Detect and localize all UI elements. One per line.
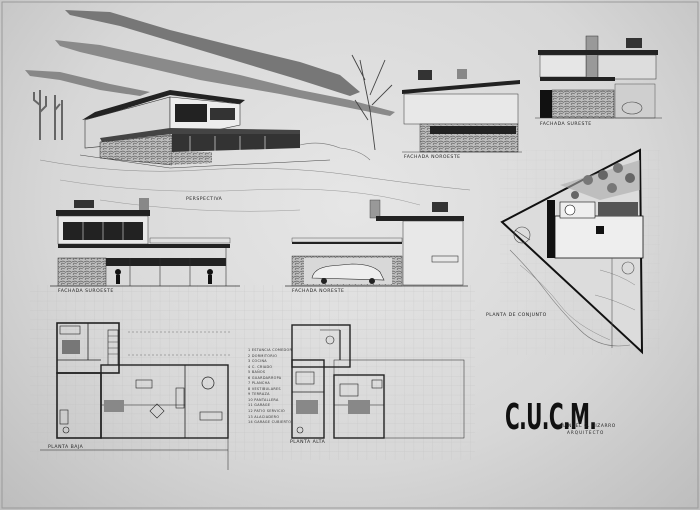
label-perspective: PERSPECTIVA [186, 197, 223, 202]
legend-item: 6 GUARDARROPA [248, 375, 282, 380]
site-plan [500, 148, 644, 355]
legend-item: 4 C. CRIADO [248, 364, 273, 369]
label-facade-noreste: FACHADA NORESTE [292, 289, 345, 294]
legend-item: 2 DORMITORIO [248, 353, 278, 358]
label-ground-floor: PLANTA BAJA [48, 445, 84, 450]
label-facade-noroeste: FACHADA NOROESTE [404, 155, 461, 160]
monogram: C.U.C.M. [505, 397, 597, 438]
architect-title: ARQUITECTO [567, 430, 605, 435]
legend-item: 9 TERRAZA [248, 392, 270, 397]
facade-noroeste [402, 69, 522, 153]
legend-item: 3 COCINA [248, 359, 267, 364]
ground-floor-plan [40, 322, 230, 470]
legend-item: 13 ALACIADERO [248, 414, 280, 419]
label-facade-suroeste: FACHADA SUROESTE [58, 289, 114, 294]
legend-item: 12 PATIO SERVICIO [248, 409, 286, 414]
facade-noreste [285, 199, 468, 287]
legend-item: 7 PLANCHA [248, 381, 271, 386]
legend-item: 11 GARAGE [248, 403, 271, 408]
facade-sureste [535, 35, 662, 119]
legend-item: 10 PANTALLERA [248, 397, 279, 402]
room-legend: 1 ESTANCIA COMEDOR 2 DORMITORIO 3 COCINA… [248, 348, 316, 426]
label-upper-floor: PLANTA ALTA [290, 440, 326, 445]
upper-floor-plan [291, 324, 465, 439]
label-facade-sureste: FACHADA SURESTE [540, 122, 592, 127]
legend-item: 5 BAÑOS [248, 370, 266, 375]
label-site-plan: PLANTA DE CONJUNTO [486, 313, 547, 318]
title-block: C.U.C.M. MANUEL G. PIZARRO ARQUITECTO [505, 400, 635, 440]
architect-name: MANUEL G. PIZARRO [560, 424, 616, 429]
legend-item: 1 ESTANCIA COMEDOR [248, 348, 293, 352]
legend-item: 8 VESTIBULARES [248, 386, 281, 391]
perspective-drawing [25, 10, 471, 212]
legend-item: 14 GARAGE CUBIERTO [248, 420, 292, 425]
facade-suroeste [50, 198, 240, 287]
